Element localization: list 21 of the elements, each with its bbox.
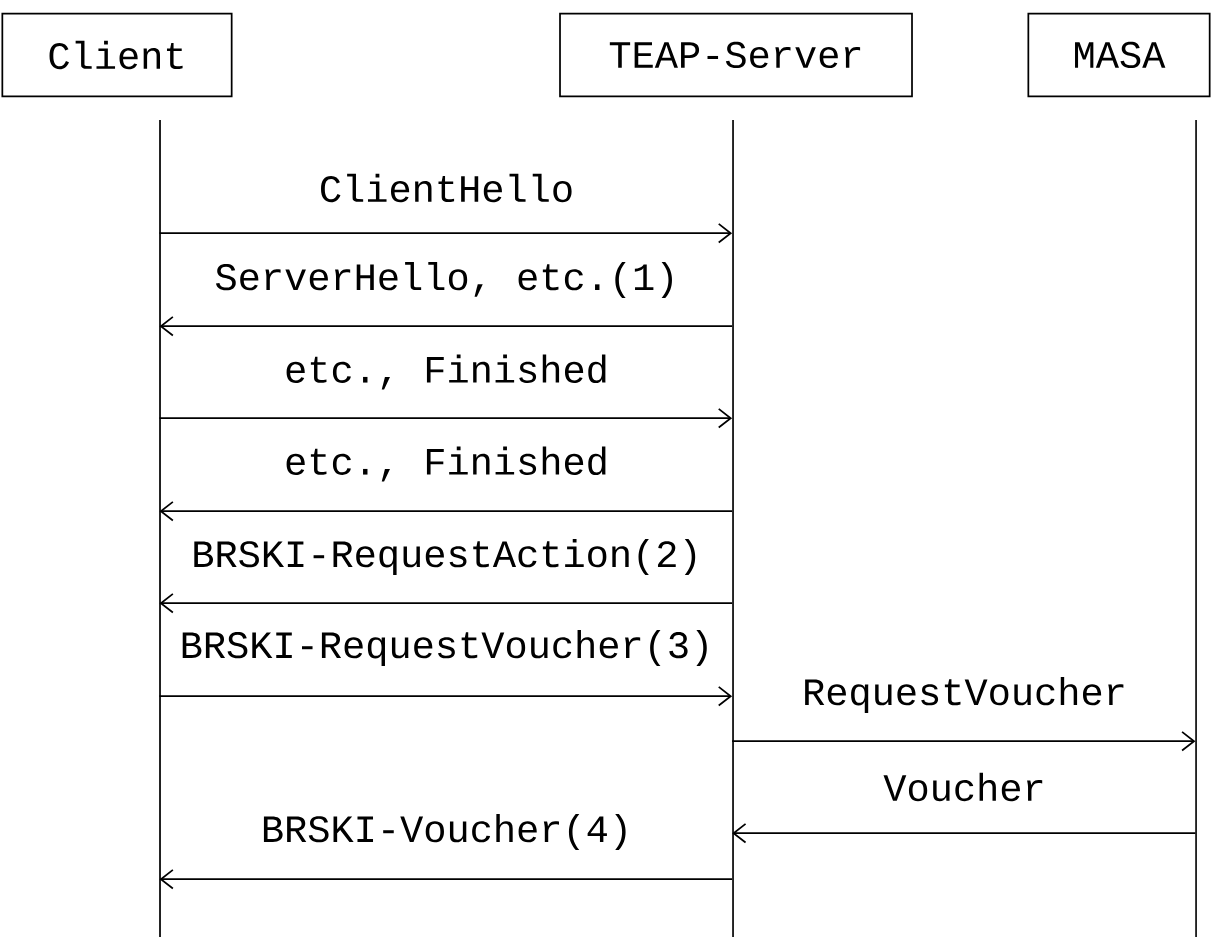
message-arrow (158, 223, 733, 244)
message-label: BRSKI-RequestVoucher(3) (178, 628, 715, 668)
participant-box: TEAP-Server (559, 12, 913, 98)
message-arrow (158, 686, 733, 707)
message-label: Voucher (881, 771, 1048, 803)
message-arrow (159, 869, 733, 890)
message-arrow (732, 823, 1197, 844)
message-label: RequestVoucher (800, 675, 1129, 715)
message-label: etc., Finished (282, 353, 611, 391)
message-label: ServerHello, etc.(1) (213, 260, 680, 300)
participant-box: MASA (1027, 12, 1211, 98)
participant-box: Client (1, 12, 233, 98)
message-label: BRSKI-RequestAction(2) (189, 537, 704, 577)
message-arrow (159, 316, 733, 337)
message-arrow (159, 593, 733, 614)
message-label: BRSKI-Voucher(4) (259, 812, 634, 852)
message-label: etc., Finished (282, 445, 611, 483)
message-arrow (159, 501, 733, 522)
message-label: ClientHello (317, 172, 576, 204)
message-arrow (158, 408, 733, 429)
message-arrow (731, 731, 1196, 752)
